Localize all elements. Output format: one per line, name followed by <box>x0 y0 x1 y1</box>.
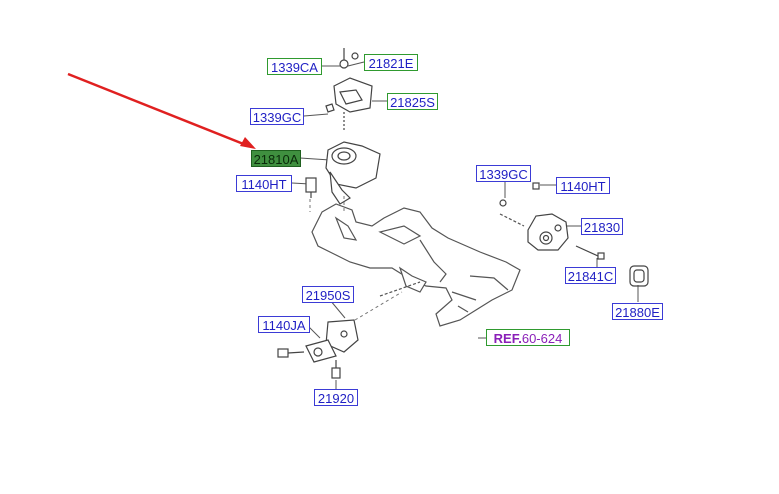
engine-mount-21810A <box>305 141 381 205</box>
label-21821E[interactable]: 21821E <box>364 54 418 71</box>
label-21825S[interactable]: 21825S <box>387 93 438 110</box>
label-21830[interactable]: 21830 <box>581 218 623 235</box>
transmission-mount-21830 <box>499 182 605 260</box>
label-1339GC-left[interactable]: 1339GC <box>250 108 304 125</box>
ref-prefix: REF. <box>493 331 522 346</box>
label-1140HT-right[interactable]: 1140HT <box>556 177 610 194</box>
gasket-21880E <box>629 265 649 287</box>
leader-lines <box>291 61 639 389</box>
label-21810A[interactable]: 21810A <box>251 150 301 167</box>
pointer-arrow <box>67 72 256 149</box>
label-21950S[interactable]: 21950S <box>302 286 354 303</box>
label-1339GC-right[interactable]: 1339GC <box>476 165 531 182</box>
ref-number: 60-624 <box>521 331 563 346</box>
ref-link[interactable]: REF.60-624 <box>486 329 570 346</box>
label-21920[interactable]: 21920 <box>314 389 358 406</box>
dashed-assembly-lines <box>309 196 403 321</box>
engine-mount-bracket <box>325 48 373 130</box>
label-1140HT-left[interactable]: 1140HT <box>236 175 292 192</box>
label-21880E[interactable]: 21880E <box>612 303 663 320</box>
subframe <box>311 203 525 327</box>
label-1140JA[interactable]: 1140JA <box>258 316 310 333</box>
label-1339CA[interactable]: 1339CA <box>267 58 322 75</box>
roll-mount-21950S <box>277 319 359 379</box>
label-21841C[interactable]: 21841C <box>565 267 616 284</box>
